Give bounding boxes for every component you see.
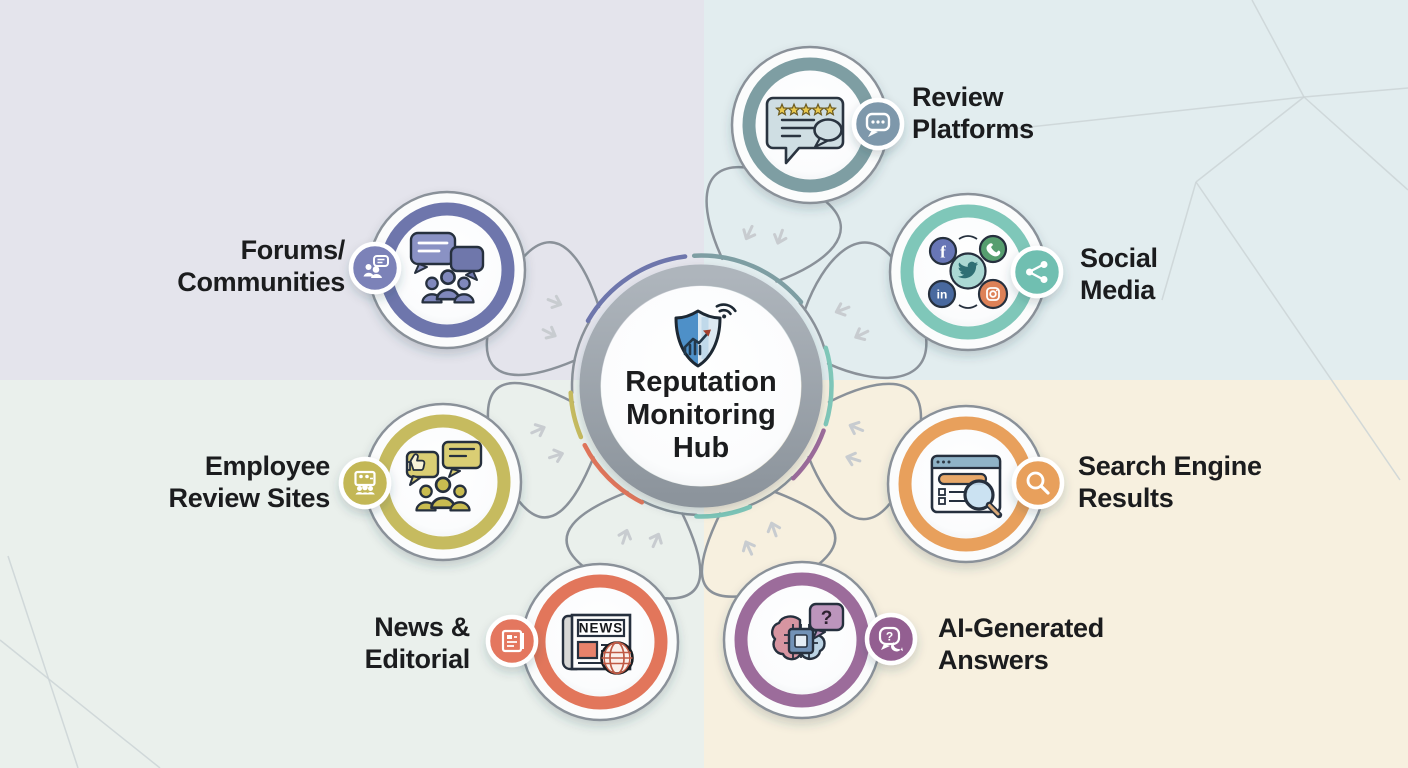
connectors [485,166,928,600]
review-card-icon [765,96,845,165]
connector-search-engine-results [807,382,923,521]
flow-arrow-icon [848,420,865,436]
svg-text:?: ? [821,608,833,629]
label-news-editorial: News & Editorial [364,612,471,674]
employee-feedback-icon [405,440,483,512]
flow-arrows [530,224,870,556]
hub-node [568,253,834,519]
hub-title: Reputation Monitoring Hub [625,366,777,464]
node-ai-generated-answers: ? ? [722,560,918,720]
flow-arrow-icon [845,451,862,467]
connector-employee-review-sites [486,381,595,519]
ai-brain-chip-icon: ? [771,602,845,661]
badge-review-platforms [851,97,905,151]
flow-arrow-icon [766,521,782,538]
flow-arrow-icon [648,532,663,549]
newspaper-globe-icon: NEWS [561,613,634,675]
connector-review-platforms [705,166,842,283]
badge-forums-communities [348,241,402,295]
hub-shield-icon [674,303,737,368]
connector-news-editorial [565,490,702,600]
bg-quadrant-top-left [0,0,704,380]
badge-news-editorial [485,614,539,668]
badge-search-engine-results [1011,456,1065,510]
flow-arrow-icon [742,224,757,241]
flow-arrow-icon [617,528,632,545]
flow-arrow-icon [548,448,564,463]
svg-text:in: in [937,288,948,302]
svg-text:?: ? [886,630,893,644]
connector-forums-communities [485,241,601,377]
svg-text:NEWS: NEWS [579,621,624,636]
label-employee-review-sites: Employee Review Sites [168,451,331,513]
wifi-signal-icon [715,303,737,319]
social-networks-icon: f in [927,234,1009,310]
community-chat-icon [363,255,389,278]
svg-text:f: f [940,243,946,262]
forum-chat-icon [409,231,485,304]
node-search-engine-results [886,404,1065,564]
share-icon [1026,261,1048,283]
browser-search-icon [930,454,1003,519]
question-bubble-icon: ? [878,626,903,652]
label-search-engine-results: Search Engine Results [1078,451,1262,513]
badge-employee-review-sites [338,456,392,510]
connector-ai-generated-answers [700,490,837,598]
badge-social-media [1010,245,1064,299]
news-doc-icon [501,629,524,653]
magnifier-icon [1026,471,1050,495]
label-ai-generated-answers: AI-Generated Answers [938,613,1104,675]
connector-social-media [803,241,928,380]
label-social-media: Social Media [1080,243,1158,305]
flow-arrow-icon [741,540,756,556]
node-news-editorial: NEWS [485,562,680,722]
label-review-platforms: Review Platforms [912,82,1034,144]
label-forums-communities: Forums/ Communities [177,235,345,297]
flow-arrow-icon [773,228,788,245]
node-social-media: f in [888,192,1064,352]
flow-arrow-icon [530,423,546,438]
flow-arrow-icon [854,327,870,341]
flow-arrow-icon [834,302,851,317]
node-review-platforms [730,45,905,205]
team-screen-icon [354,470,376,495]
chat-dots-icon [865,112,891,137]
node-forums-communities [348,190,527,350]
badge-ai-generated-answers: ? [864,612,918,666]
node-employee-review-sites [338,402,523,562]
flow-arrow-icon [546,294,563,310]
flow-arrow-icon [541,325,557,340]
